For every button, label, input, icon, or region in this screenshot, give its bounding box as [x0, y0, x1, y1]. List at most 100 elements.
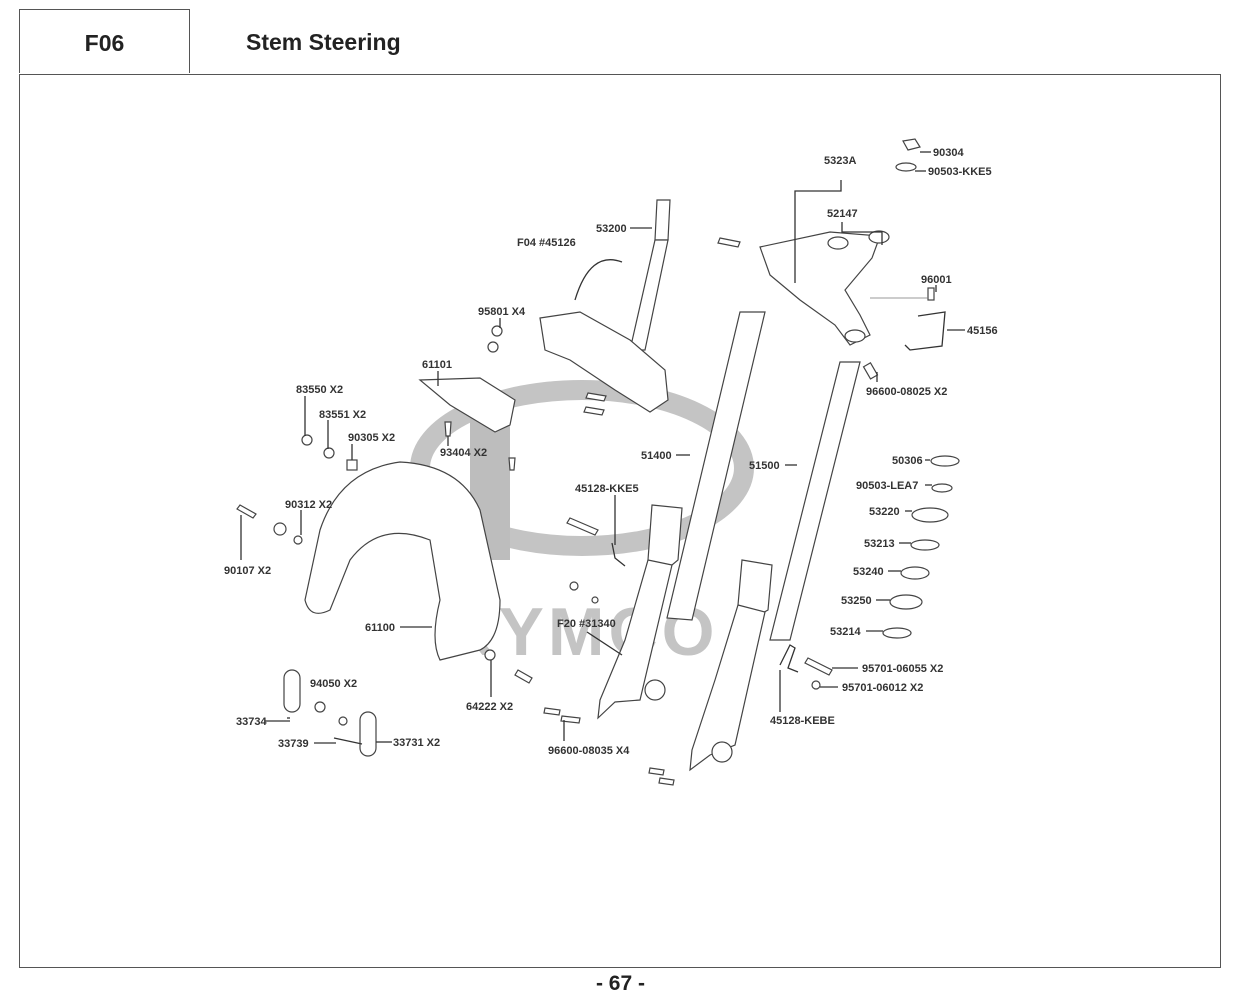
- part-label: 53240: [853, 566, 884, 578]
- collar-90312-b: [293, 535, 303, 545]
- lower-triple-clamp-drawing: [539, 311, 669, 413]
- nut-94050: [314, 701, 326, 713]
- cable-f04-drawing: [574, 259, 623, 301]
- bracket-45156-drawing: [904, 311, 946, 351]
- leader-lines: [240, 151, 965, 744]
- ring-53213: [910, 539, 940, 551]
- upper-triple-clamp-drawing: [759, 231, 881, 346]
- fender-cover-61101-drawing: [418, 377, 516, 433]
- leader-5323a: [794, 180, 842, 283]
- washer-mid-b: [591, 596, 599, 604]
- bolt-90107-drawing: [236, 504, 257, 519]
- bolt-45128-kke5: [566, 517, 599, 536]
- part-label: 51400: [641, 450, 672, 462]
- bracket-45128-kke5-drawing: [611, 542, 626, 567]
- part-label: 94050 X2: [310, 678, 357, 690]
- part-label: 95701-06012 X2: [842, 682, 923, 694]
- part-label: 51500: [749, 460, 780, 472]
- part-label: 45128-KKE5: [575, 483, 639, 495]
- part-label: 83550 X2: [296, 384, 343, 396]
- front-fender-61100-drawing: [304, 461, 501, 661]
- clamp-bore-left: [827, 236, 849, 250]
- bolt-96600-08035-b: [560, 715, 581, 724]
- part-label: 53220: [869, 506, 900, 518]
- page-header: F06 Stem Steering: [19, 9, 1221, 74]
- washer-90503-kke5-drawing: [895, 162, 917, 172]
- upper-bracket-group: [717, 138, 946, 380]
- fork-left-group: [597, 311, 766, 720]
- steering-stem-group: [487, 199, 671, 416]
- part-label: 96600-08025 X2: [866, 386, 947, 398]
- reflector-33731-drawing: [359, 711, 377, 757]
- bolt-fender: [514, 669, 533, 684]
- ring-50306: [930, 455, 960, 467]
- part-label: 53213: [864, 538, 895, 550]
- part-label: 83551 X2: [319, 409, 366, 421]
- part-label: 90503-LEA7: [856, 480, 918, 492]
- bolt-96600-08035-a: [543, 707, 561, 716]
- bolt-95701-06012-drawing: [811, 680, 821, 690]
- ring-53214: [882, 627, 912, 639]
- part-label: 90304: [933, 147, 964, 159]
- bolt-96600-08035-d: [658, 777, 675, 786]
- leader-f20: [586, 631, 623, 656]
- axle-bore-left: [644, 679, 666, 701]
- nut-94050-b: [338, 716, 348, 726]
- part-label: 64222 X2: [466, 701, 513, 713]
- nut-83551: [323, 447, 335, 459]
- part-label: 96600-08035 X4: [548, 745, 630, 757]
- fender-group: [236, 377, 533, 684]
- section-code-cell: F06: [19, 9, 190, 73]
- bolt-96600-08025-drawing: [862, 361, 879, 380]
- screw-93404-a: [444, 421, 452, 437]
- clip-90305: [346, 459, 358, 471]
- screw-93404-b: [508, 457, 516, 471]
- part-label: 33739: [278, 738, 309, 750]
- part-label: 95701-06055 X2: [862, 663, 943, 675]
- bolt-95801-b: [487, 341, 499, 353]
- nut-90304-drawing: [902, 138, 921, 151]
- diagram-frame: [19, 74, 1221, 968]
- section-code: F06: [84, 30, 125, 56]
- clamp-bolt: [717, 237, 741, 248]
- nut-83550: [301, 434, 313, 446]
- part-label: 90312 X2: [285, 499, 332, 511]
- part-label: 33734: [236, 716, 267, 728]
- part-label: 90503-KKE5: [928, 166, 992, 178]
- reflector-bracket-33739-drawing: [333, 737, 363, 745]
- part-label: 96001: [921, 274, 952, 286]
- part-label: 93404 X2: [440, 447, 487, 459]
- part-label: 45128-KEBE: [770, 715, 835, 727]
- part-label: F04 #45126: [517, 237, 576, 249]
- fork-leg-51400-drawing: [597, 559, 673, 720]
- fork-tube-51500-drawing: [769, 361, 861, 641]
- part-label: 33731 X2: [393, 737, 440, 749]
- page-title: Stem Steering: [246, 29, 401, 55]
- part-label: 45156: [967, 325, 998, 337]
- axle-bore-right: [711, 741, 733, 763]
- bolt-96001-drawing: [927, 287, 935, 301]
- ring-90503-lea7: [931, 483, 953, 493]
- part-label: 53250: [841, 595, 872, 607]
- part-label: 90305 X2: [348, 432, 395, 444]
- stem-top-drawing: [654, 199, 671, 241]
- fork-right-group: [689, 361, 861, 772]
- part-label: 61100: [365, 622, 395, 634]
- clamp-bolt-b: [583, 406, 605, 416]
- nut-90312-a: [273, 522, 287, 536]
- ring-53220: [911, 507, 949, 523]
- part-label: 50306: [892, 455, 923, 467]
- fork-tube-51400-drawing: [666, 311, 766, 621]
- part-label: F20 #31340: [557, 618, 616, 630]
- page-number: - 67 -: [595, 972, 645, 995]
- part-label: 90107 X2: [224, 565, 271, 577]
- stem-shaft-drawing: [629, 239, 669, 351]
- part-label: 53214: [830, 626, 861, 638]
- part-label: 95801 X4: [478, 306, 526, 318]
- part-label: 52147: [827, 208, 858, 220]
- nut-64222: [484, 649, 496, 661]
- bolt-96600-08035-c: [648, 767, 665, 776]
- clamp-bolt-a: [585, 392, 607, 402]
- ring-53250: [889, 594, 923, 610]
